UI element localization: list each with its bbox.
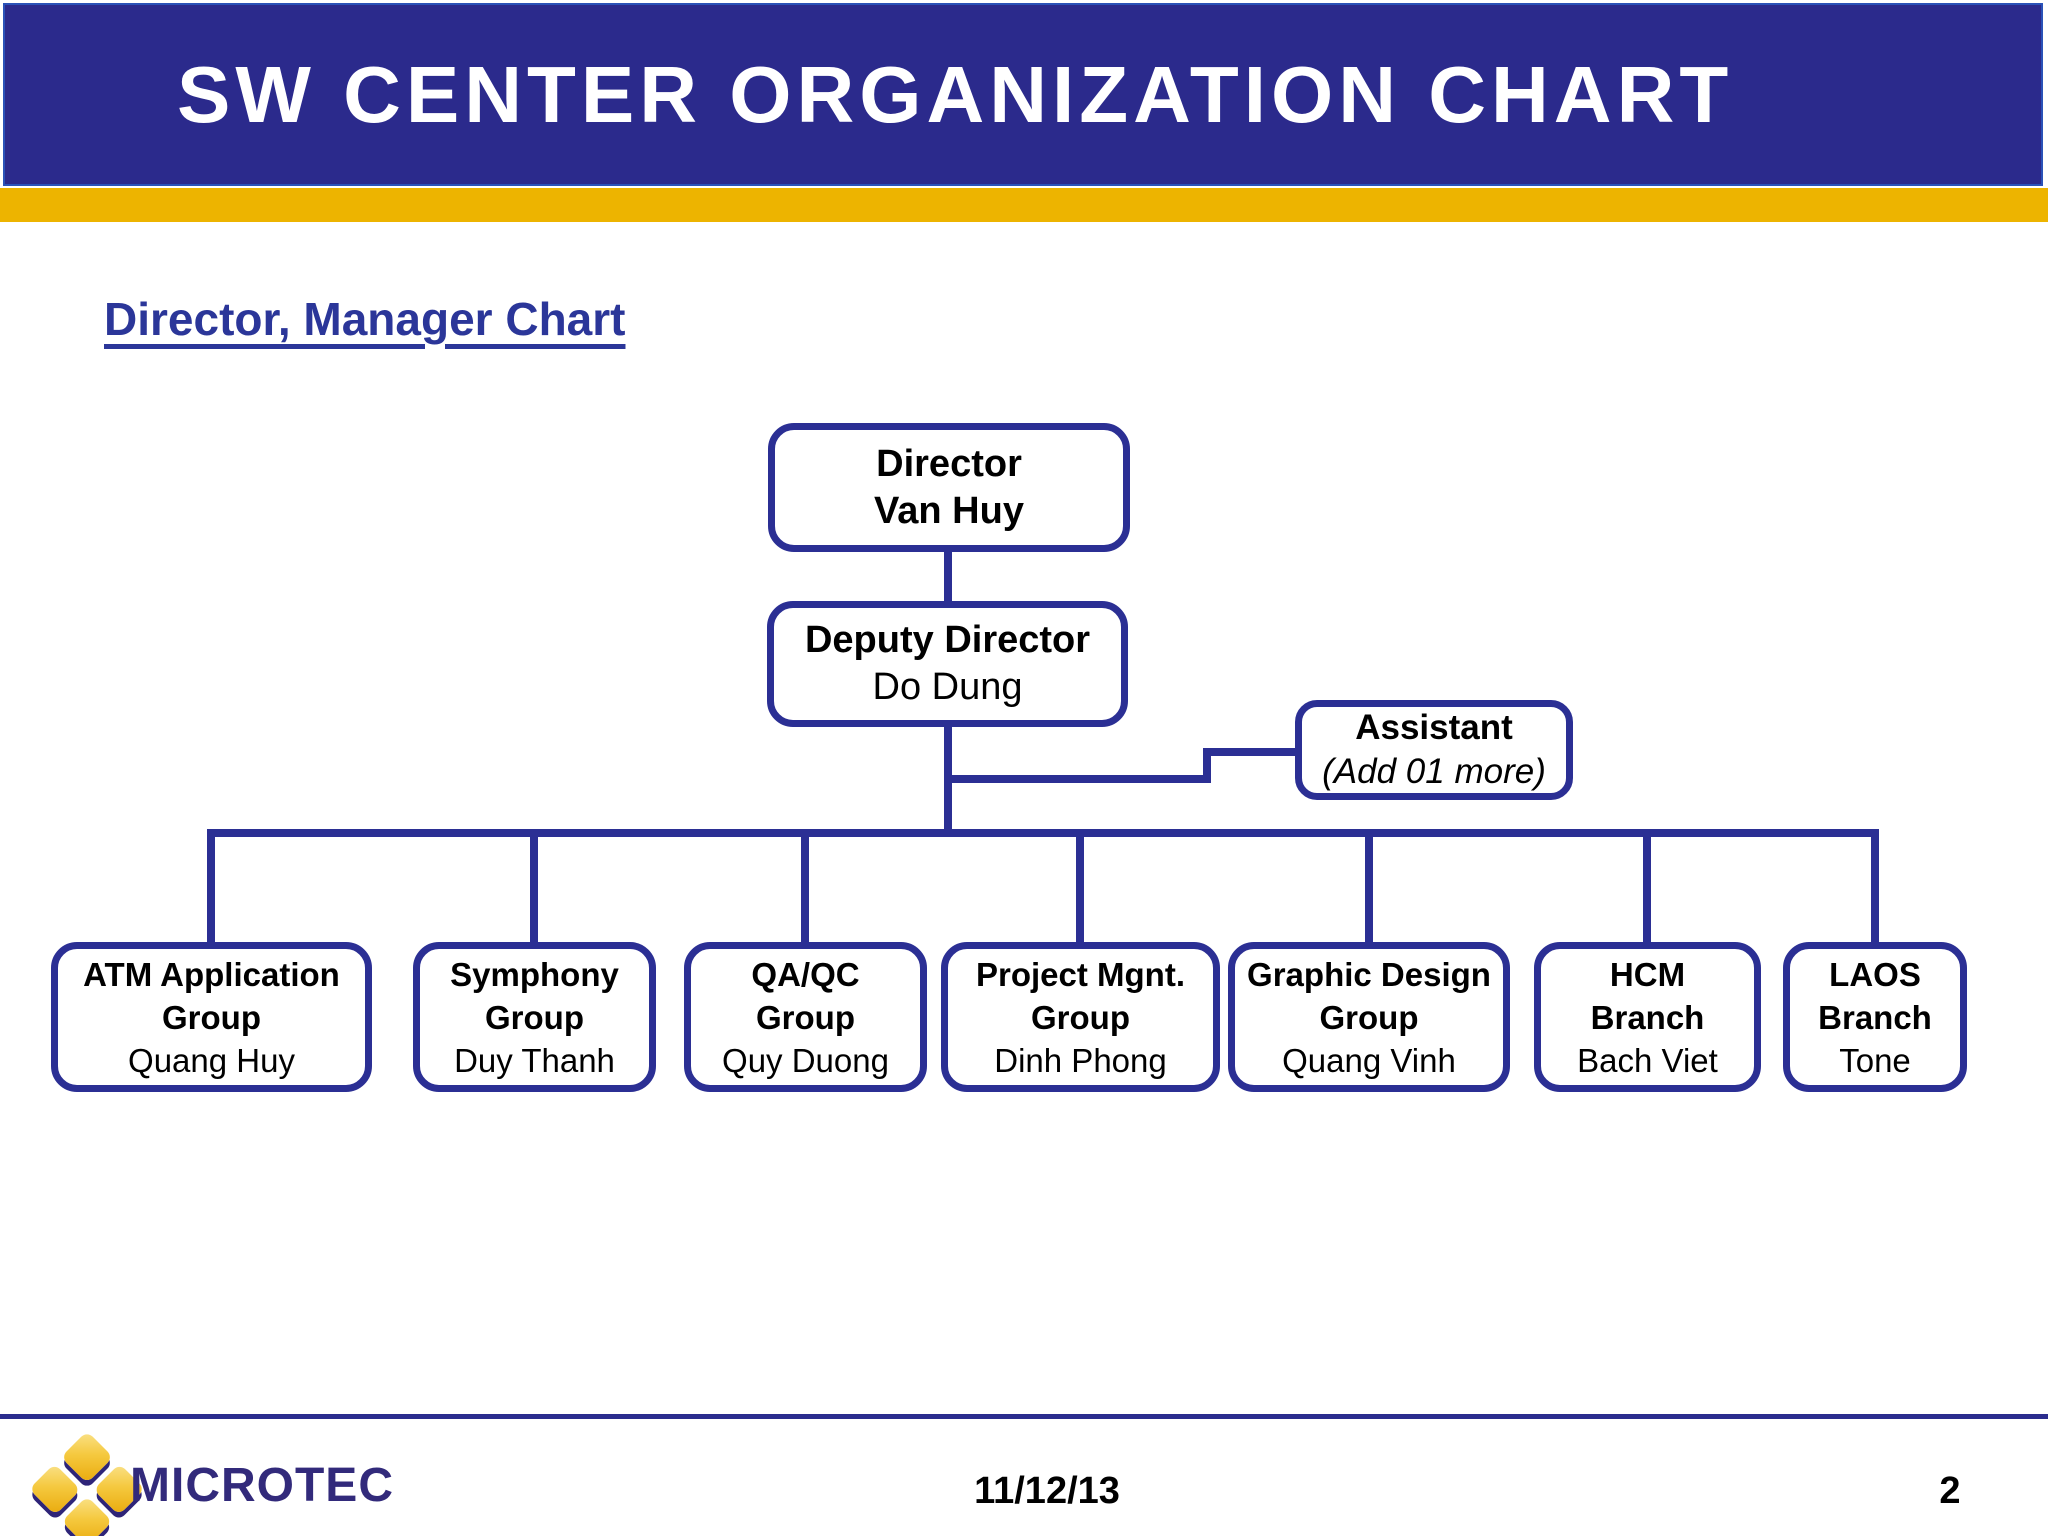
org-box-name: Do Dung (872, 666, 1023, 708)
org-box-name: Quang Huy (128, 1041, 295, 1079)
footer-divider (0, 1414, 2048, 1419)
connector-drop-2 (530, 829, 538, 945)
footer-date: 11/12/13 (974, 1470, 1120, 1512)
org-box-director: Director Van Huy (768, 423, 1130, 552)
org-box-project-mgnt-group: Project Mgnt. Group Dinh Phong (941, 942, 1220, 1092)
org-box-deputy-director: Deputy Director Do Dung (767, 601, 1128, 727)
org-box-note: (Add 01 more) (1322, 752, 1546, 791)
org-box-title: LAOS Branch (1818, 955, 1932, 1036)
connector-director-deputy (944, 550, 952, 603)
connector-drop-4 (1076, 829, 1084, 945)
org-box-hcm-branch: HCM Branch Bach Viet (1534, 942, 1761, 1092)
logo-text: MICROTEC (130, 1459, 394, 1512)
org-box-symphony-group: Symphony Group Duy Thanh (413, 942, 656, 1092)
org-box-title: Graphic Design Group (1247, 955, 1491, 1036)
org-box-title: Deputy Director (804, 619, 1091, 661)
org-box-name: Quy Duong (722, 1041, 889, 1079)
connector-drop-3 (801, 829, 809, 945)
org-box-title: HCM Branch (1590, 955, 1705, 1036)
connector-drop-7 (1871, 829, 1879, 945)
logo-diamond (29, 1463, 81, 1515)
org-box-title: Director (876, 442, 1022, 485)
org-box-name: Bach Viet (1577, 1041, 1718, 1079)
microtec-logo-icon (29, 1431, 145, 1536)
connector-assistant-h1 (948, 775, 1211, 783)
org-box-qaqc-group: QA/QC Group Quy Duong (684, 942, 927, 1092)
org-box-name: Duy Thanh (454, 1041, 615, 1079)
connector-assistant-v (1203, 748, 1211, 783)
title-bar: SW CENTER ORGANIZATION CHART (3, 3, 2043, 186)
slide-title: SW CENTER ORGANIZATION CHART (177, 49, 1734, 139)
org-box-title: Symphony Group (450, 955, 619, 1036)
org-box-title: Assistant (1355, 708, 1513, 747)
org-box-name: Quang Vinh (1282, 1041, 1456, 1079)
org-box-name: Tone (1839, 1041, 1911, 1079)
section-heading: Director, Manager Chart (104, 293, 626, 345)
org-box-name: Dinh Phong (994, 1041, 1167, 1079)
org-box-name: Van Huy (874, 489, 1024, 532)
gold-accent-band (0, 188, 2048, 222)
connector-assistant-h2 (1203, 748, 1295, 756)
connector-drop-1 (207, 829, 215, 945)
org-box-assistant: Assistant (Add 01 more) (1295, 700, 1573, 800)
org-box-laos-branch: LAOS Branch Tone (1783, 942, 1967, 1092)
org-box-title: QA/QC Group (751, 955, 860, 1036)
connector-drop-5 (1365, 829, 1373, 945)
org-box-title: ATM Application Group (83, 955, 340, 1036)
org-box-atm-application-group: ATM Application Group Quang Huy (51, 942, 372, 1092)
logo-diamond (61, 1431, 113, 1483)
connector-bus (207, 829, 1879, 837)
org-box-graphic-design-group: Graphic Design Group Quang Vinh (1228, 942, 1510, 1092)
page-number: 2 (1939, 1470, 1961, 1512)
org-box-title: Project Mgnt. Group (975, 955, 1185, 1036)
connector-drop-6 (1643, 829, 1651, 945)
